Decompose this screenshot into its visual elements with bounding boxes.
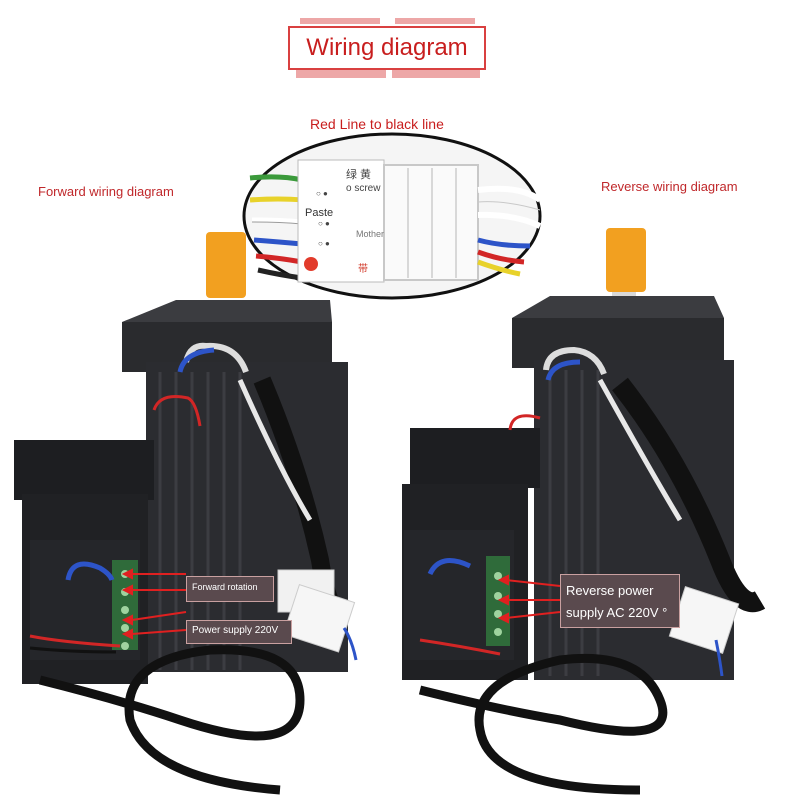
plug-mother-label: Mother (356, 229, 385, 239)
plug-screw-label: o screw (346, 183, 381, 194)
left-plug (277, 569, 358, 661)
power-supply-callout: Power supply 220V (186, 620, 292, 644)
forward-rotation-callout: Forward rotation (186, 576, 274, 602)
right-heading: Reverse wiring diagram (601, 179, 738, 194)
right-controller (402, 428, 540, 680)
left-callout-arrows (121, 568, 187, 640)
right-cables (418, 346, 766, 795)
right-callout-arrows (497, 574, 561, 624)
power-supply-text: Power supply 220V (192, 625, 279, 636)
reverse-power-callout: Reverse power supply AC 220V ° (560, 574, 680, 628)
title: Wiring diagram (288, 26, 486, 70)
reverse-power-line2: supply AC 220V ° (566, 605, 668, 620)
svg-text:带: 带 (358, 263, 368, 275)
blurred-chinese-title (296, 18, 480, 78)
subtitle: Red Line to black line (310, 116, 444, 132)
reverse-power-line1: Reverse power (566, 583, 654, 598)
svg-text:○ ●: ○ ● (316, 189, 328, 198)
svg-text:○ ●: ○ ● (318, 239, 330, 248)
left-heading: Forward wiring diagram (38, 184, 174, 199)
svg-text:○ ●: ○ ● (318, 219, 330, 228)
forward-rotation-text: Forward rotation (192, 582, 258, 592)
svg-text:绿 黄: 绿 黄 (346, 167, 371, 181)
plug-closeup: 绿 黄 ○ ● ○ ● ○ ● 带 (242, 132, 542, 300)
plug-paste-label: Paste (305, 207, 334, 219)
